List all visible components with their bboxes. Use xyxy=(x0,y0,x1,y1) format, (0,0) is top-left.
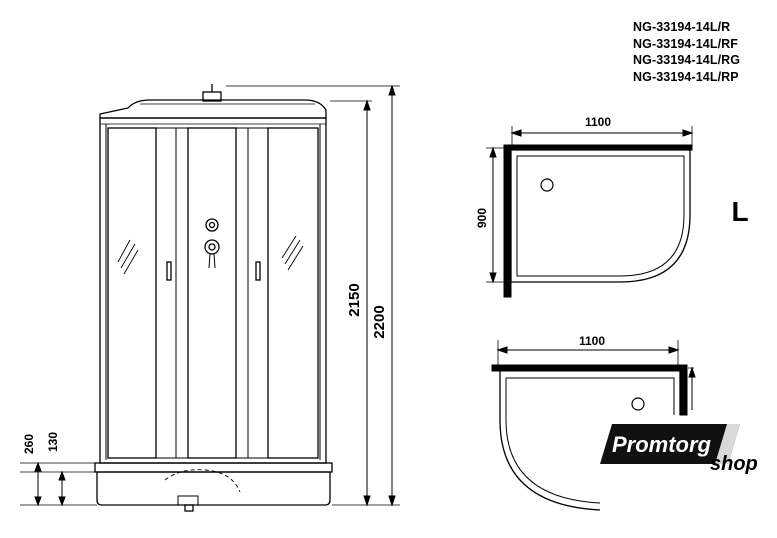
mixer-knob-icon xyxy=(205,218,219,232)
cabin-frame xyxy=(99,117,327,464)
model-name-4: NG-33194-14L/RP xyxy=(633,69,739,84)
drain-icon xyxy=(184,504,194,512)
dim-label-130: 130 xyxy=(46,432,60,452)
dim-label-side-depth: 900 xyxy=(475,208,489,228)
door-handle-right xyxy=(255,261,261,281)
watermark-logo: Promtorg shop xyxy=(600,420,773,480)
drain-top-icon xyxy=(540,178,554,192)
drain-bottom-icon xyxy=(631,397,645,411)
dim-label-2150: 2150 xyxy=(346,283,363,316)
cabin-front-view xyxy=(94,84,333,512)
wall-right xyxy=(679,364,688,416)
dim-label-260: 260 xyxy=(22,434,36,454)
mixer-valve-icon xyxy=(204,239,220,255)
glass-panel-left xyxy=(107,127,157,459)
model-name-1: NG-33194-14L/R xyxy=(633,20,731,34)
door-handle-left xyxy=(166,261,172,281)
orientation-label: L xyxy=(731,196,748,227)
logo-sub-text: shop xyxy=(710,453,758,475)
model-list: NG-33194-14L/R NG-33194-14L/RF NG-33194-… xyxy=(633,19,773,85)
model-name-3: NG-33194-14L/RG xyxy=(633,53,741,67)
model-name-2: NG-33194-14L/RF xyxy=(633,36,739,51)
plan-view-bottom xyxy=(491,340,696,511)
tray-rim xyxy=(94,462,333,473)
logo-main-text: Promtorg xyxy=(612,432,712,457)
plan-view-top xyxy=(486,126,694,298)
wall-top-bottom-view xyxy=(491,364,687,372)
dim-label-2200: 2200 xyxy=(371,305,388,338)
dim-label-top-width: 1100 xyxy=(585,115,611,129)
wall-left xyxy=(503,144,512,298)
dim-label-bottom-width: 1100 xyxy=(579,334,605,348)
glass-panel-right xyxy=(267,127,319,459)
tray-skirt xyxy=(96,471,331,506)
wall-top xyxy=(503,144,693,151)
height-dimensions xyxy=(20,84,400,507)
center-panel xyxy=(187,127,237,459)
